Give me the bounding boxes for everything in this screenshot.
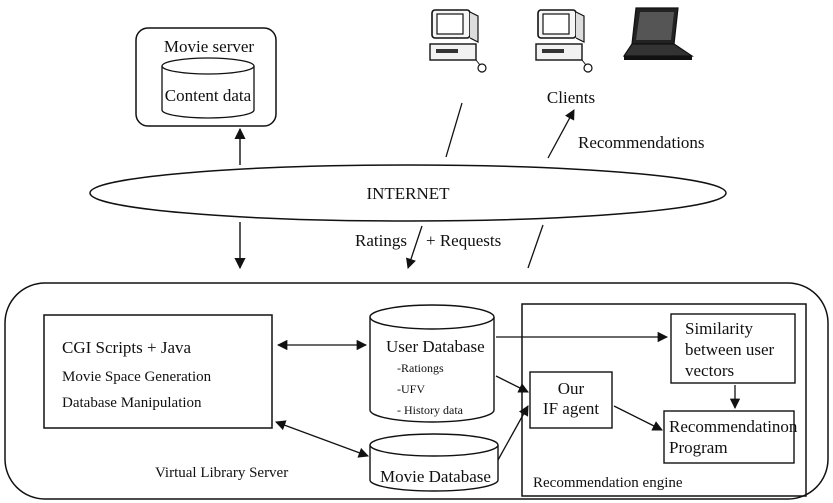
recommendation-engine-label: Recommendation engine <box>533 475 683 491</box>
user-db-item: -UFV <box>397 382 425 396</box>
recommendations-label: Recommendations <box>578 133 705 152</box>
virtual-library-server-box <box>4 282 829 500</box>
internet-label: INTERNET <box>366 184 450 203</box>
movie-db-title: Movie Database <box>380 467 491 486</box>
if-agent-box: Our IF agent <box>529 371 613 429</box>
agent-program-arrow <box>613 405 663 431</box>
laptop-computer-icon <box>622 7 694 60</box>
library-internet-line <box>527 224 544 269</box>
movie-server-box <box>135 27 277 127</box>
userdb-agent-arrow <box>495 375 529 393</box>
program-line-2: Program <box>669 438 728 457</box>
cgi-line-1: Movie Space Generation <box>62 369 212 385</box>
program-line-1: Recommendatinon <box>669 417 798 436</box>
ratings-arrow <box>406 225 423 269</box>
cgi-scripts-box: CGI Scripts + Java Movie Space Generatio… <box>43 314 273 429</box>
similarity-line-3: vectors <box>685 361 734 380</box>
if-agent-line-1: Our <box>558 379 585 398</box>
desktop-computer-icon <box>429 9 487 73</box>
recommendation-engine-box <box>521 303 807 497</box>
virtual-library-server-label: Virtual Library Server <box>155 465 288 481</box>
cgi-title: CGI Scripts + Java <box>62 338 191 357</box>
recommendations-arrow <box>547 109 575 159</box>
ratings-label: Ratings <box>355 231 407 250</box>
movie-database: Movie Database <box>369 433 499 492</box>
requests-label: + Requests <box>426 231 501 250</box>
user-db-item: -Rationgs <box>397 361 444 375</box>
movie-server-title: Movie server <box>164 37 255 56</box>
client-link-line <box>445 102 463 158</box>
content-data-label: Content data <box>165 86 252 105</box>
content-data-cylinder: Content data <box>161 57 255 119</box>
cgi-line-2: Database Manipulation <box>62 395 202 411</box>
desktop-computer-icon <box>535 9 593 73</box>
similarity-line-2: between user <box>685 340 775 359</box>
user-db-item: - History data <box>397 403 464 417</box>
internet-cloud: INTERNET <box>89 164 727 222</box>
cgi-moviedb-arrow <box>275 420 369 458</box>
movie-server: Movie server Content data <box>135 27 277 127</box>
similarity-line-1: Similarity <box>685 319 754 338</box>
user-database: User Database -Rationgs -UFV - History d… <box>369 304 495 423</box>
recommendation-program-box: Recommendatinon Program <box>663 410 798 464</box>
moviedb-agent-arrow <box>497 405 529 461</box>
clients-label: Clients <box>547 88 595 107</box>
similarity-box: Similarity between user vectors <box>670 313 796 384</box>
user-db-title: User Database <box>386 337 485 356</box>
if-agent-line-2: IF agent <box>543 399 599 418</box>
